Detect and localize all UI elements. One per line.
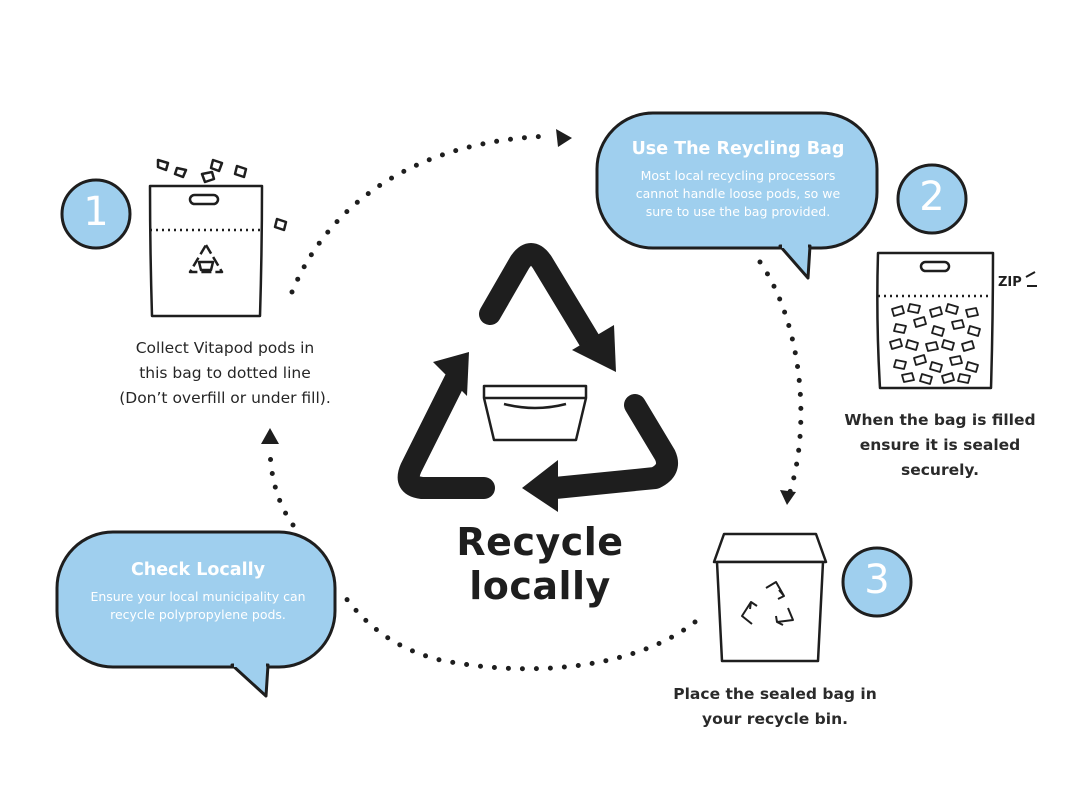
recycle-bin-icon	[712, 532, 828, 663]
step-2-caption-line: ensure it is sealed	[859, 436, 1021, 454]
zip-mark-icon	[1025, 271, 1037, 287]
arrowhead-top	[556, 129, 572, 147]
bubble-check-locally-title: Check Locally	[130, 560, 266, 580]
step-1-caption-line: Collect Vitapod pods in	[135, 339, 315, 357]
recycle-triangle-icon	[397, 243, 678, 499]
step-1-number: 1	[83, 189, 109, 235]
arrowheads	[261, 129, 796, 505]
step-1-caption-line: (Don’t overfill or under fill).	[119, 389, 331, 407]
arrowhead-left	[261, 428, 279, 444]
arrowhead-right	[780, 490, 796, 505]
arc-bottom	[342, 594, 698, 672]
step-2-caption-line: When the bag is filled	[844, 411, 1036, 429]
page-title: Recycle locally	[456, 520, 624, 608]
bubble-use-bag-tail	[778, 244, 812, 280]
arc-right	[757, 259, 804, 495]
recycle-arrowheads	[433, 325, 616, 512]
step-2-circle	[896, 163, 968, 235]
step-3-caption-line: Place the sealed bag in	[673, 685, 877, 703]
step-2-caption: When the bag is filled ensure it is seal…	[820, 408, 1060, 483]
step-3-caption-line: your recycle bin.	[701, 710, 849, 728]
flow-arrows	[267, 133, 804, 672]
pods-pile	[889, 303, 981, 385]
arc-left	[267, 443, 296, 528]
bubble-use-bag-line: sure to use the bag provided.	[645, 204, 831, 219]
collection-bag-icon	[148, 158, 288, 318]
step-1-circle	[60, 178, 132, 250]
bin-recycle-symbol	[741, 581, 794, 626]
step-3-circle	[841, 546, 913, 618]
bubble-use-bag-text: Use The Reycling Bag Most local recyclin…	[606, 139, 870, 221]
step-1-caption-line: this bag to dotted line	[139, 364, 311, 382]
step-3-caption: Place the sealed bag in your recycle bin…	[650, 682, 900, 732]
bubble-check-locally-seam	[234, 659, 266, 667]
zip-bag-icon	[876, 251, 1037, 390]
bubble-use-bag-line: Most local recycling processors	[640, 168, 836, 183]
step-2-number: 2	[919, 174, 945, 220]
bubble-use-bag-seam	[782, 240, 808, 248]
bubble-use-bag	[595, 111, 879, 280]
bubble-use-bag-body	[595, 111, 879, 250]
bubble-use-bag-line: cannot handle loose pods, so we	[635, 186, 841, 201]
bubble-check-locally-line: Ensure your local municipality can	[90, 589, 306, 604]
zip-label: ZIP	[998, 275, 1022, 290]
pod-cup-icon	[482, 384, 588, 442]
bubble-check-locally	[55, 530, 337, 698]
bubble-check-locally-tail	[230, 663, 270, 698]
step-1-caption: Collect Vitapod pods in this bag to dott…	[80, 336, 370, 411]
bubble-check-locally-line: recycle polypropylene pods.	[110, 607, 286, 622]
step-2-caption-line: securely.	[901, 461, 979, 479]
step-3-number: 3	[864, 557, 890, 603]
bubble-check-locally-body	[55, 530, 337, 669]
bubble-check-locally-text: Check Locally Ensure your local municipa…	[66, 560, 330, 624]
bubble-use-bag-title: Use The Reycling Bag	[631, 139, 845, 159]
